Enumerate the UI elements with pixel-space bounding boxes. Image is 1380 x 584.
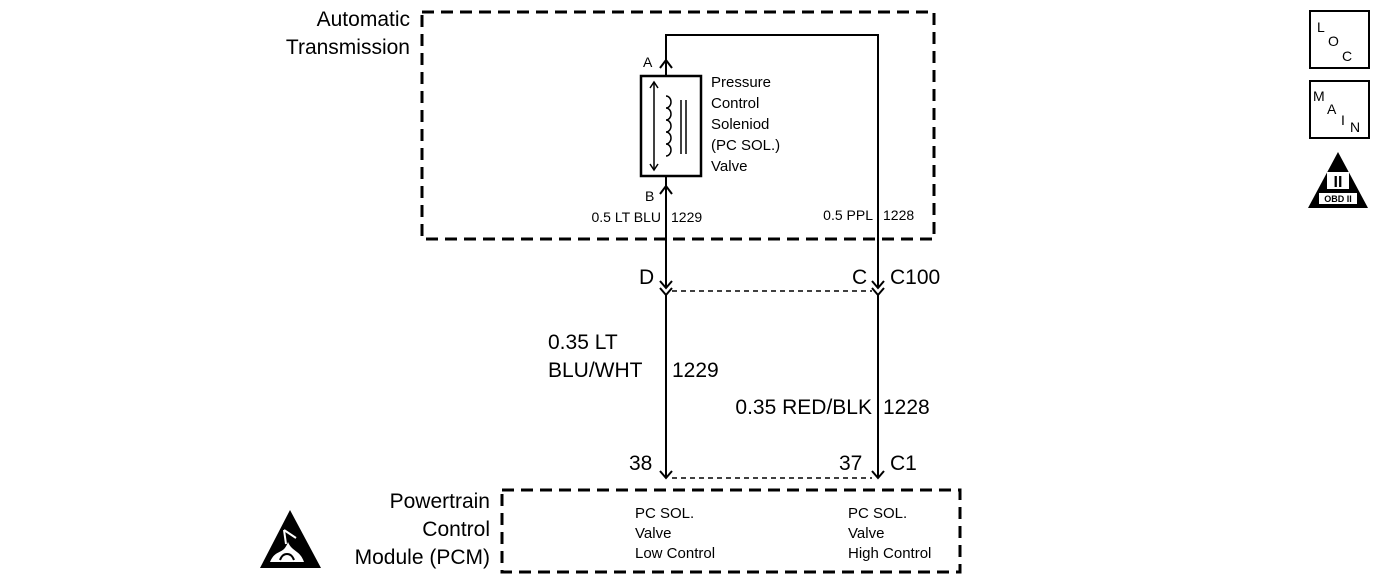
pcm-title-line2: Control <box>422 518 490 541</box>
pcm-title-line3: Module (PCM) <box>355 546 490 569</box>
solenoid-label-line5: Valve <box>711 158 747 175</box>
c1-left-pin: 38 <box>629 452 652 475</box>
c1-right-terminal <box>871 470 885 480</box>
pcm-high-control-line2: Valve <box>848 525 884 542</box>
c1-right-pin: 37 <box>839 452 862 475</box>
solenoid-label-line1: Pressure <box>711 74 771 91</box>
c100-left-terminal-top <box>659 280 673 290</box>
obd-caption: OBD II <box>1324 194 1352 204</box>
solenoid-label-line4: (PC SOL.) <box>711 137 780 154</box>
pcm-high-control-line3: High Control <box>848 545 931 562</box>
solenoid-body <box>639 74 703 178</box>
main-letter-3: I <box>1341 112 1345 128</box>
pcm-low-control-line3: Low Control <box>635 545 715 562</box>
transmission-title-line1: Automatic <box>317 8 410 31</box>
main-icon[interactable]: M A I N <box>1309 80 1370 139</box>
pcm-low-control-line2: Valve <box>635 525 671 542</box>
solenoid-coil-icon <box>665 95 672 157</box>
pcm-low-control-line1: PC SOL. <box>635 505 694 522</box>
loc-letter-1: L <box>1317 19 1325 35</box>
wire-left-upper-size-color: 0.5 LT BLU <box>591 209 661 225</box>
obd-numeral: II <box>1334 174 1343 191</box>
c100-left-pin: D <box>639 266 654 289</box>
pcm-enclosure <box>500 488 962 574</box>
wire-right-upper-circuit: 1228 <box>883 207 914 223</box>
transmission-title-line2: Transmission <box>286 36 410 59</box>
wire-right-lower-circuit: 1228 <box>883 396 930 419</box>
wire-left-lower-line2: BLU/WHT <box>548 359 643 382</box>
pcm-high-control-line1: PC SOL. <box>848 505 907 522</box>
wire-right-upper-size-color: 0.5 PPL <box>823 207 873 223</box>
pcm-title-line1: Powertrain <box>390 490 490 513</box>
solenoid-label-line3: Soleniod <box>711 116 769 133</box>
loc-letter-3: C <box>1342 48 1352 64</box>
solenoid-pin-a: A <box>643 54 653 70</box>
c100-right-pin: C <box>852 266 867 289</box>
wire-left-lower-circuit: 1229 <box>672 359 719 382</box>
c1-left-terminal <box>659 470 673 480</box>
main-letter-2: A <box>1327 101 1337 117</box>
main-letter-1: M <box>1313 88 1325 104</box>
esd-warning-icon <box>260 510 321 568</box>
solenoid-arrow-down <box>649 163 659 172</box>
wire-right-lower-size-color: 0.35 RED/BLK <box>735 396 872 419</box>
solenoid-pin-b: B <box>645 188 654 204</box>
c100-connector-name: C100 <box>890 266 940 289</box>
obd-ii-icon[interactable]: II OBD II <box>1308 152 1368 208</box>
solenoid-label-line2: Control <box>711 95 759 112</box>
loc-icon[interactable]: L O C <box>1309 10 1370 69</box>
wire-left-lower-line1: 0.35 LT <box>548 331 618 354</box>
main-letter-4: N <box>1350 119 1360 135</box>
c1-connector-name: C1 <box>890 452 917 475</box>
wire-left-upper-circuit: 1229 <box>671 209 702 225</box>
c100-right-terminal-top <box>871 280 885 290</box>
wire-top-loop <box>665 34 879 288</box>
transmission-enclosure <box>420 10 936 241</box>
loc-letter-2: O <box>1328 33 1339 49</box>
solenoid-arrow-up <box>649 80 659 89</box>
